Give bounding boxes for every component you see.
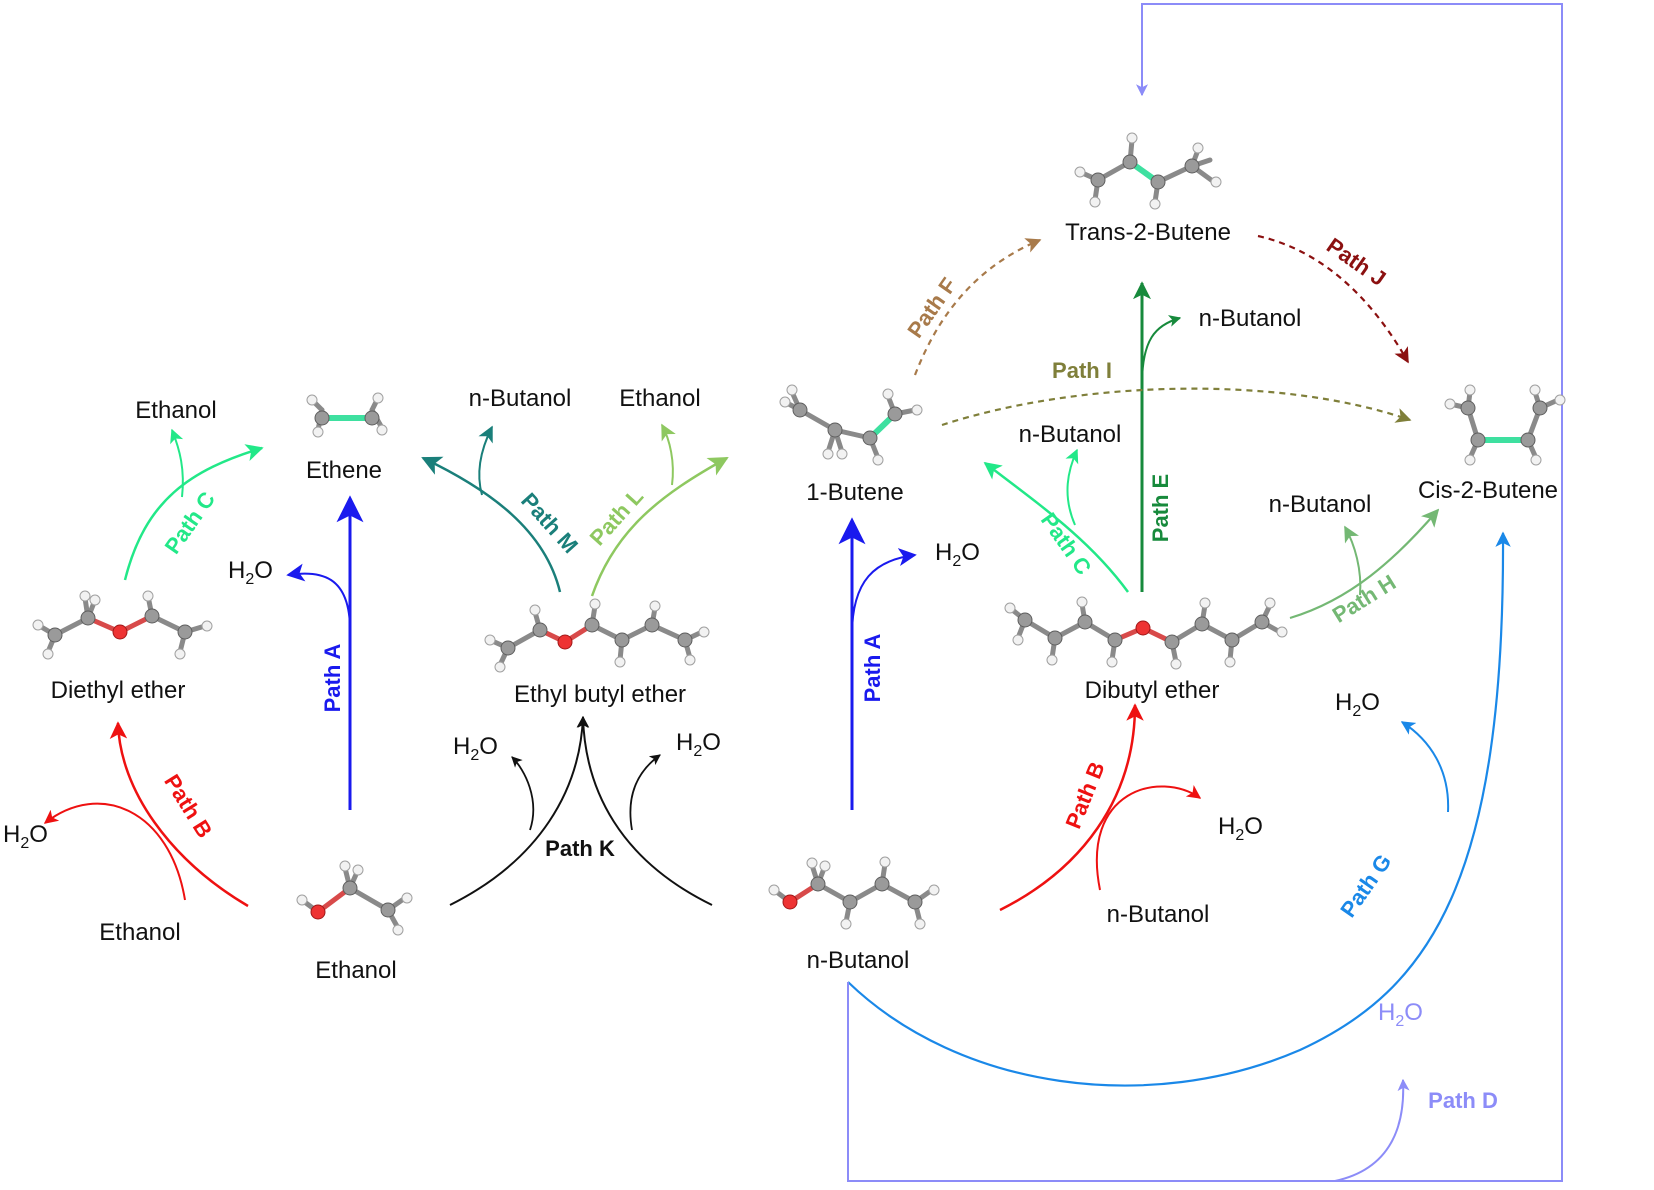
- label-1-butene: 1-Butene: [806, 479, 903, 506]
- arrow-path-e-n-butanol: [1141, 315, 1182, 386]
- ethene-molecule: [306, 392, 388, 438]
- arrow-path-k-water-left: [511, 756, 535, 831]
- dibutyl-ether-molecule: [1004, 596, 1288, 670]
- arrow-path-a-water-left: [286, 563, 351, 631]
- label-trans-2-butene: Trans-2-Butene: [1065, 219, 1231, 246]
- cis-2-butene-molecule: [1444, 384, 1566, 466]
- path-label-l: Path L: [585, 484, 649, 551]
- byproduct-n-butanol-path-c: n-Butanol: [1019, 421, 1122, 448]
- diethyl-ether-molecule: [32, 590, 213, 660]
- water-path-d: H2O: [1378, 999, 1423, 1030]
- arrow-path-c-n-butanol: [1065, 448, 1079, 526]
- arrow-path-i: [941, 387, 1412, 427]
- path-label-j: Path J: [1322, 233, 1390, 291]
- byproduct-n-butanol-path-h: n-Butanol: [1269, 491, 1372, 518]
- arrow-path-k-water-right: [629, 754, 661, 831]
- label-n-butanol: n-Butanol: [807, 947, 910, 974]
- arrow-path-h: [1289, 508, 1440, 620]
- path-label-a-left: Path A: [320, 643, 345, 712]
- arrow-path-c-1-butene: [983, 461, 1130, 593]
- byproduct-ethanol-ebe: Ethanol: [619, 385, 700, 412]
- byproduct-ethanol-top-left: Ethanol: [135, 397, 216, 424]
- arrow-path-b-water-right: [1095, 785, 1202, 891]
- path-label-e: Path E: [1148, 474, 1173, 542]
- arrow-path-c-ethanol: [170, 428, 184, 498]
- path-label-a-right: Path A: [860, 633, 885, 702]
- reaction-arrows: [43, 3, 1563, 1182]
- arrow-path-b-dibutyl: [999, 703, 1144, 912]
- water-path-b-left: H2O: [3, 821, 48, 852]
- path-label-m: Path M: [516, 488, 583, 558]
- label-ethene: Ethene: [306, 457, 382, 484]
- water-path-k-right: H2O: [676, 729, 721, 760]
- 1-butene-molecule: [779, 384, 923, 466]
- path-label-d: Path D: [1428, 1088, 1498, 1113]
- path-label-g: Path G: [1335, 849, 1396, 921]
- arrow-path-a-water-right: [851, 548, 917, 636]
- water-path-k-left: H2O: [453, 733, 498, 764]
- label-ethyl-butyl-ether: Ethyl butyl ether: [514, 681, 686, 708]
- arrow-path-c-ethene: [123, 444, 264, 581]
- arrow-path-g-water: [1400, 721, 1450, 813]
- arrow-path-m: [421, 456, 562, 593]
- arrow-path-l: [590, 456, 729, 597]
- path-label-h: Path H: [1328, 570, 1400, 628]
- path-label-b-left: Path B: [159, 770, 217, 842]
- arrow-path-d: [847, 3, 1563, 1182]
- label-ethanol: Ethanol: [315, 957, 396, 984]
- byproduct-n-butanol-ebe: n-Butanol: [469, 385, 572, 412]
- n-butanol-molecule: [768, 856, 940, 930]
- arrow-path-m-n-butanol: [478, 425, 493, 496]
- water-path-a-right: H2O: [935, 539, 980, 570]
- water-path-a-left: H2O: [228, 557, 273, 588]
- arrow-path-b-water-left: [43, 802, 186, 901]
- arrow-path-g: [847, 531, 1511, 1087]
- byproduct-n-butanol-path-b: n-Butanol: [1107, 901, 1210, 928]
- arrow-path-d-water: [1334, 1078, 1410, 1182]
- arrow-path-k-left: [449, 715, 589, 906]
- ethanol-molecule: [296, 860, 413, 936]
- byproduct-ethanol-bottom-left: Ethanol: [99, 919, 180, 946]
- label-diethyl-ether: Diethyl ether: [51, 677, 186, 704]
- label-dibutyl-ether: Dibutyl ether: [1085, 677, 1220, 704]
- arrow-path-j: [1257, 234, 1409, 364]
- arrow-path-h-n-butanol: [1344, 525, 1362, 596]
- ethyl-butyl-ether-molecule: [484, 598, 710, 673]
- water-path-b-right: H2O: [1218, 813, 1263, 844]
- arrow-path-b-diethyl: [109, 721, 249, 908]
- arrow-path-k-right: [577, 715, 713, 906]
- label-cis-2-butene: Cis-2-Butene: [1418, 477, 1558, 504]
- arrow-path-f: [913, 238, 1042, 376]
- water-path-g: H2O: [1335, 689, 1380, 720]
- path-label-k: Path K: [545, 836, 615, 861]
- arrow-path-l-ethanol: [661, 423, 676, 486]
- path-label-i: Path I: [1052, 358, 1112, 383]
- trans-2-butene-molecule: [1074, 132, 1222, 210]
- path-label-c-right: Path C: [1036, 508, 1097, 580]
- byproduct-n-butanol-path-e: n-Butanol: [1199, 305, 1302, 332]
